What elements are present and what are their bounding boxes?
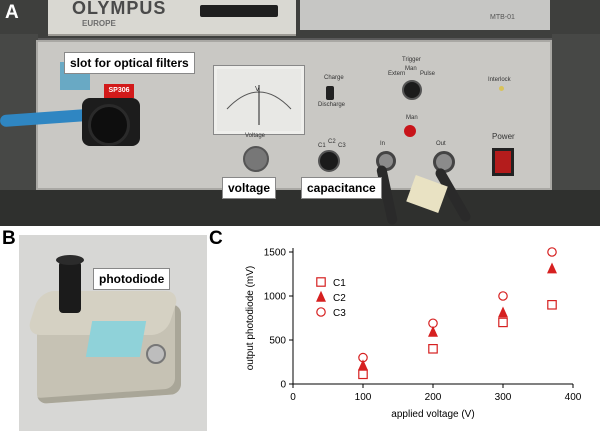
legend-marker-c3 bbox=[316, 307, 326, 317]
y-tick-label: 500 bbox=[269, 336, 286, 347]
photodiode-tube bbox=[59, 261, 81, 313]
x-tick-label: 400 bbox=[565, 392, 582, 403]
in-label: In bbox=[380, 141, 386, 147]
data-point-c2 bbox=[428, 325, 438, 337]
manual-trigger-button[interactable] bbox=[404, 125, 416, 137]
data-point-c3 bbox=[428, 318, 438, 329]
legend-label-c3: C3 bbox=[333, 308, 346, 319]
rack-bottom bbox=[0, 190, 600, 226]
olympus-subtitle: EUROPE bbox=[82, 19, 116, 28]
legend-label-c1: C1 bbox=[333, 278, 346, 289]
man-label: Man bbox=[406, 115, 418, 121]
charge-label: Charge bbox=[324, 75, 344, 81]
legend-marker-c2 bbox=[316, 290, 326, 302]
trigger-mode-man: Man bbox=[405, 66, 417, 72]
trigger-mode-extern: Extern bbox=[388, 71, 406, 77]
panel-b-letter: B bbox=[2, 228, 16, 249]
device-slot bbox=[200, 5, 278, 17]
data-point-c2 bbox=[498, 306, 508, 318]
voltage-knob[interactable] bbox=[243, 146, 269, 172]
trigger-mode-pulse: Pulse bbox=[420, 71, 436, 77]
data-point-c1 bbox=[547, 299, 557, 310]
x-tick-label: 0 bbox=[290, 392, 296, 403]
data-point-c1 bbox=[428, 343, 438, 354]
voltage-label: voltage bbox=[222, 177, 277, 199]
mtb-device bbox=[300, 0, 550, 30]
panel-c-letter: C bbox=[209, 228, 223, 249]
x-axis-label: applied voltage (V) bbox=[391, 409, 474, 420]
voltmeter-dial-icon: V bbox=[226, 85, 292, 125]
discharge-label: Discharge bbox=[318, 102, 346, 108]
legend-label-c2: C2 bbox=[333, 293, 346, 304]
interlock-label: Interlock bbox=[488, 77, 511, 83]
data-point-c1 bbox=[358, 369, 368, 380]
filter-slot-label: slot for optical filters bbox=[64, 52, 195, 74]
charge-switch[interactable] bbox=[326, 86, 334, 100]
out-label: Out bbox=[436, 141, 446, 147]
filter-holder-ring bbox=[88, 104, 130, 146]
y-tick-label: 1000 bbox=[264, 292, 287, 303]
x-tick-label: 200 bbox=[425, 392, 442, 403]
voltage-knob-label: Voltage bbox=[245, 133, 266, 139]
cap-option-c3: C3 bbox=[338, 143, 346, 149]
data-point-c3 bbox=[358, 352, 368, 363]
panel-a-photo: OLYMPUS EUROPE MTB-01 SP306 V Charge Dis… bbox=[0, 0, 600, 226]
photodiode-connector bbox=[146, 344, 166, 364]
y-axis-label: output photodiode (mV) bbox=[245, 266, 256, 371]
data-point-c1 bbox=[498, 317, 508, 328]
cap-option-c2: C2 bbox=[328, 139, 336, 145]
interlock-led bbox=[499, 86, 504, 91]
cap-option-c1: C1 bbox=[318, 143, 326, 149]
plot-area: 0 100 200 300 400 0 500 1000 1500 applied voltage… bbox=[245, 247, 582, 420]
trigger-label: Trigger bbox=[402, 57, 421, 63]
x-tick-label: 300 bbox=[495, 392, 512, 403]
svg-text:V: V bbox=[255, 86, 260, 93]
rack-rail-right bbox=[552, 34, 600, 204]
power-switch[interactable] bbox=[492, 148, 514, 176]
capacitance-label: capacitance bbox=[301, 177, 382, 199]
photodiode-aperture bbox=[56, 255, 84, 265]
capacitance-knob[interactable] bbox=[318, 150, 340, 172]
data-point-c3 bbox=[547, 247, 557, 257]
panel-a-letter: A bbox=[5, 2, 19, 23]
olympus-brand: OLYMPUS bbox=[72, 0, 167, 18]
sp-badge: SP306 bbox=[104, 84, 134, 98]
panel-b-photo: photodiode bbox=[19, 235, 207, 431]
photodiode-logo-sticker bbox=[85, 321, 147, 357]
photodiode-label: photodiode bbox=[93, 268, 171, 290]
data-point-c2 bbox=[358, 359, 368, 371]
data-point-c2 bbox=[547, 262, 557, 274]
y-tick-label: 1500 bbox=[264, 248, 287, 259]
scatter-chart: 0 100 200 300 400 0 500 1000 1500 applied voltage… bbox=[245, 247, 582, 420]
trigger-knob[interactable] bbox=[402, 80, 422, 100]
x-tick-label: 100 bbox=[355, 392, 372, 403]
voltmeter: V bbox=[214, 66, 304, 134]
legend-marker-c1 bbox=[316, 277, 326, 287]
data-point-c3 bbox=[498, 291, 508, 301]
y-tick-label: 0 bbox=[280, 380, 286, 391]
power-label: Power bbox=[492, 132, 515, 141]
mtb-label: MTB-01 bbox=[490, 14, 515, 21]
